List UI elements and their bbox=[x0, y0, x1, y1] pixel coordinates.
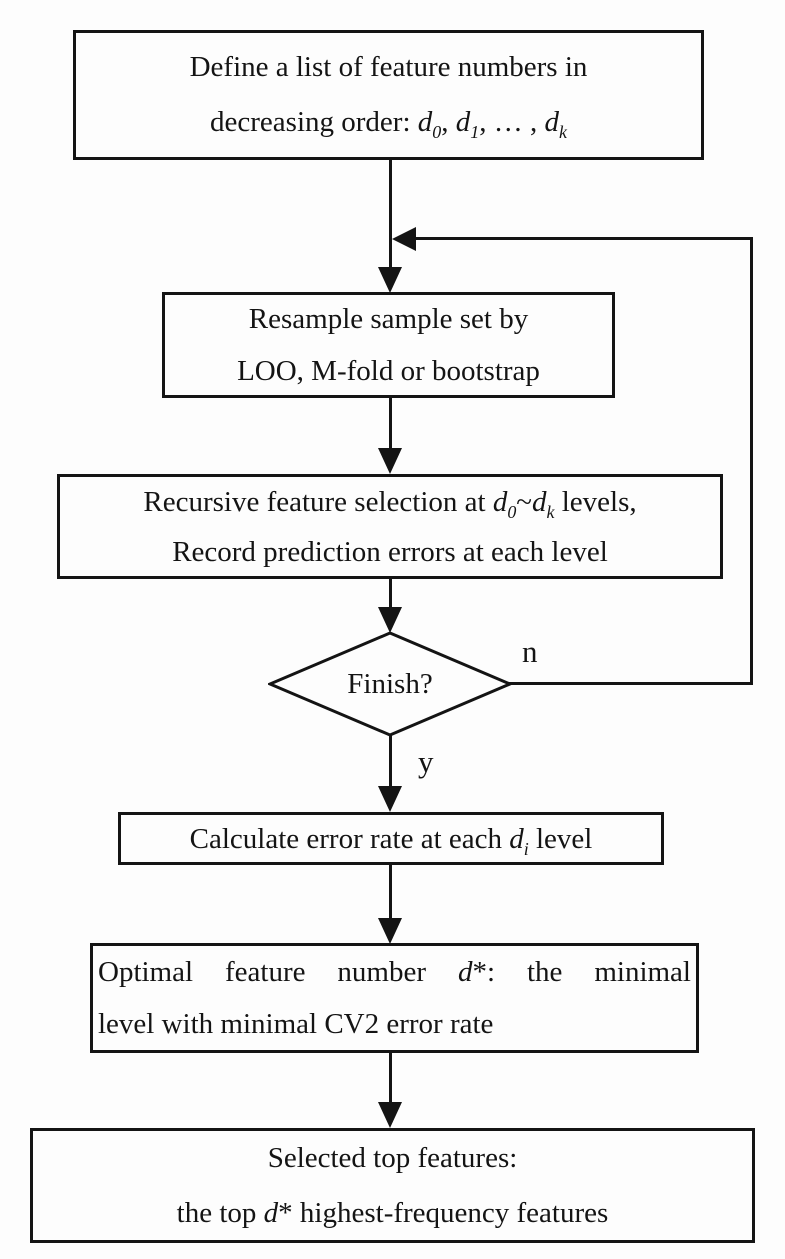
edge-recursive-to-finish-line bbox=[389, 579, 392, 608]
arrow-down-to-resample-icon bbox=[378, 267, 402, 293]
node-recursive-line1: Recursive feature selection at d0~dk lev… bbox=[143, 485, 637, 522]
node-define-line2: decreasing order: d0, d1, … , dk bbox=[210, 106, 567, 142]
node-selected-line2: the top d* highest-frequency features bbox=[176, 1196, 609, 1229]
node-optimal-line1: Optimal feature number d*: the minimal bbox=[98, 956, 691, 988]
arrow-down-to-optimal-icon bbox=[378, 918, 402, 944]
arrow-down-to-selected-icon bbox=[378, 1102, 402, 1128]
arrow-down-to-recursive-icon bbox=[378, 448, 402, 474]
feedback-top-line bbox=[410, 237, 753, 240]
node-recursive-line2: Record prediction errors at each level bbox=[172, 535, 608, 568]
edge-resample-to-recursive-line bbox=[389, 398, 392, 449]
node-finish-decision: Finish? bbox=[268, 631, 512, 737]
arrow-down-to-finish-icon bbox=[378, 607, 402, 633]
arrow-down-to-calculate-icon bbox=[378, 786, 402, 812]
branch-label-yes: y bbox=[418, 744, 434, 779]
node-optimal-line2: level with minimal CV2 error rate bbox=[98, 1008, 494, 1040]
node-calculate-error: Calculate error rate at each di level bbox=[118, 812, 664, 865]
edge-optimal-to-selected-line bbox=[389, 1053, 392, 1103]
node-recursive-selection: Recursive feature selection at d0~dk lev… bbox=[57, 474, 723, 579]
node-selected-line1: Selected top features: bbox=[267, 1141, 518, 1174]
node-define-feature-list: Define a list of feature numbers in decr… bbox=[73, 30, 704, 160]
node-selected-top-features: Selected top features: the top d* highes… bbox=[30, 1128, 755, 1243]
edge-define-to-resample-line bbox=[389, 160, 392, 268]
branch-label-no: n bbox=[522, 634, 538, 669]
feedback-bottom-line bbox=[508, 682, 753, 685]
edge-calculate-to-optimal-line bbox=[389, 865, 392, 919]
decision-finish-label: Finish? bbox=[347, 667, 433, 700]
node-resample: Resample sample set by LOO, M-fold or bo… bbox=[162, 292, 615, 398]
node-resample-line2: LOO, M-fold or bootstrap bbox=[237, 355, 540, 387]
node-calculate-line1: Calculate error rate at each di level bbox=[189, 822, 593, 859]
node-define-line1: Define a list of feature numbers in bbox=[189, 51, 588, 83]
edge-finish-to-calculate-line bbox=[389, 735, 392, 787]
node-optimal-feature-number: Optimal feature number d*: the minimal l… bbox=[90, 943, 699, 1053]
node-resample-line1: Resample sample set by bbox=[248, 303, 529, 335]
feedback-right-line bbox=[750, 237, 753, 685]
